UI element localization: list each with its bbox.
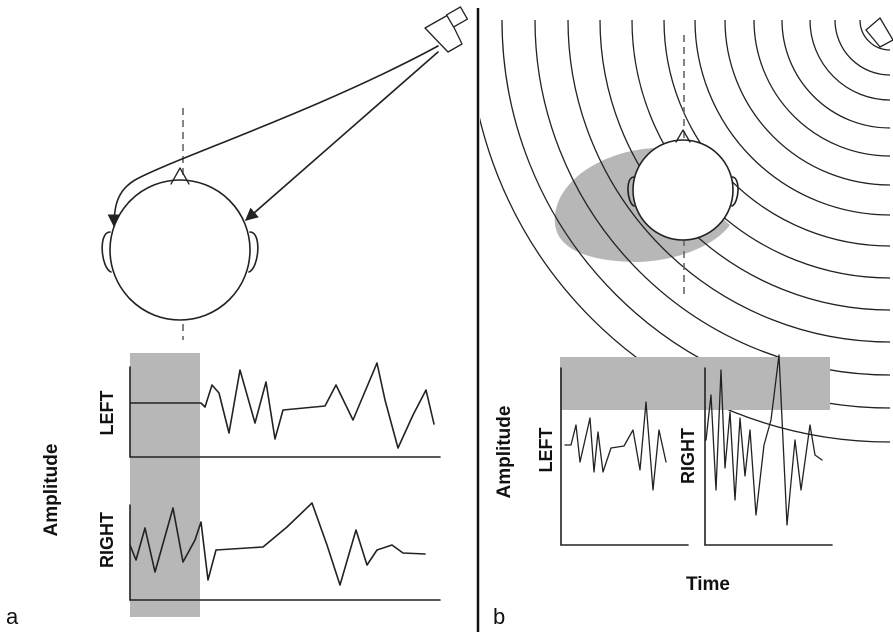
panel-a-left-label: LEFT (97, 391, 117, 436)
nose-icon (170, 167, 190, 185)
head-icon (627, 129, 739, 241)
ear-icon (731, 176, 739, 207)
ear-icon (627, 176, 635, 207)
wavefront-arc (859, 19, 891, 51)
wavefront-arc (694, 19, 891, 216)
right-waveform (129, 502, 426, 586)
panel-a-right-label: RIGHT (97, 512, 117, 568)
panel-b-amplitude-label: Amplitude (494, 406, 515, 499)
wavefront-arc (781, 19, 891, 129)
panel-b-right-label: RIGHT (678, 428, 698, 484)
wavefront-arc (480, 116, 891, 443)
shaded-amplitude-band (560, 357, 830, 410)
wavefront-arc (567, 19, 891, 343)
speaker-icon (424, 6, 469, 53)
wavefront-arc (809, 19, 891, 101)
panel-a: Amplitude LEFT RIGHT a (6, 6, 469, 629)
arrow-icon (107, 45, 439, 228)
panel-b-time-label: Time (686, 574, 730, 595)
left-waveform (564, 401, 667, 491)
wavefront-arc (724, 19, 891, 186)
arrow-icon (245, 51, 439, 221)
panel-b-label: b (493, 604, 505, 629)
panel-a-label: a (6, 604, 19, 629)
left-waveform (129, 362, 435, 449)
panel-b-left-label: LEFT (536, 428, 556, 473)
ear-icon (101, 231, 112, 273)
wavefront-arc (834, 19, 891, 76)
speaker-icon (865, 17, 893, 48)
head-icon (101, 167, 259, 321)
nose-icon (675, 129, 691, 143)
wavefront-arc (753, 19, 891, 157)
ear-icon (248, 231, 259, 273)
shaded-time-window (130, 353, 200, 617)
right-waveform (705, 354, 823, 526)
panel-a-amplitude-label: Amplitude (41, 444, 62, 537)
panel-b: Amplitude LEFT RIGHT Time b (480, 17, 893, 629)
